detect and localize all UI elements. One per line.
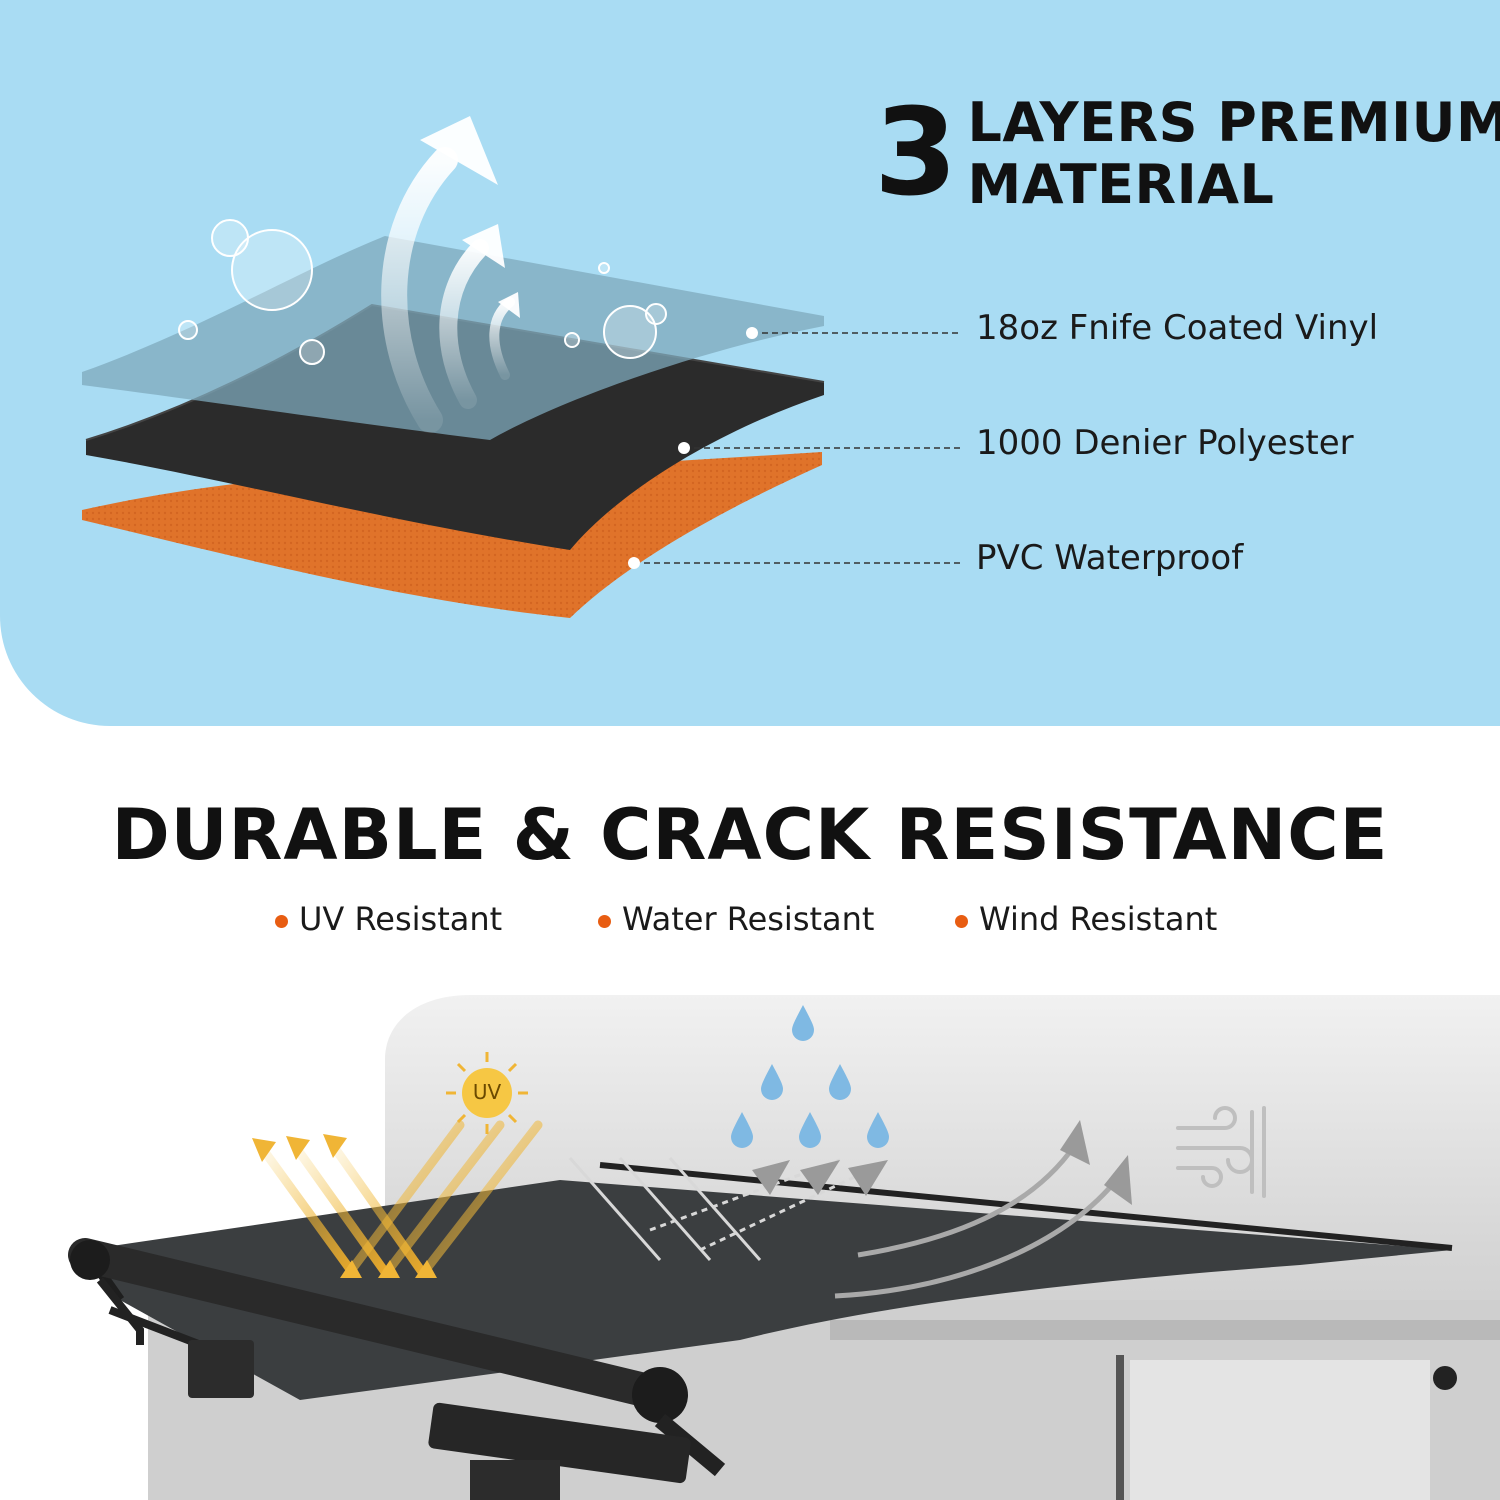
- feature-wind: Wind Resistant: [955, 900, 1217, 938]
- feature-uv: UV Resistant: [275, 900, 502, 938]
- headline-line-2: MATERIAL: [967, 153, 1275, 216]
- uv-arrowheads: [252, 1134, 437, 1278]
- uv-badge-label: UV: [472, 1080, 502, 1104]
- feature-label: Water Resistant: [622, 900, 875, 938]
- leader-lines: [628, 327, 962, 569]
- wind-icon: [1176, 1106, 1266, 1198]
- water-arrowheads: [752, 1160, 888, 1196]
- airflow-arrows: [381, 116, 520, 433]
- feature-water: Water Resistant: [598, 900, 874, 938]
- pvc-layer: [82, 452, 822, 618]
- bullet-dot: [598, 914, 611, 928]
- awning-fabric: [80, 1162, 1453, 1400]
- headline: 3 LAYERS PREMIUM MATERIAL: [874, 92, 1500, 216]
- section-title: DURABLE & CRACK RESISTANCE: [111, 794, 1389, 876]
- awning-roller: [68, 1238, 726, 1500]
- bullet-dot: [955, 914, 968, 928]
- layer-count: 3: [874, 84, 957, 223]
- layers-illustration: [82, 116, 962, 618]
- layer-label-pvc: PVC Waterproof: [976, 538, 1244, 578]
- headline-text: LAYERS PREMIUM MATERIAL: [968, 92, 1500, 216]
- layer-label-vinyl: 18oz Fnife Coated Vinyl: [976, 308, 1379, 348]
- water-drops-icon: [731, 1005, 889, 1148]
- layer-label-polyester: 1000 Denier Polyester: [976, 423, 1354, 463]
- feature-label: Wind Resistant: [979, 900, 1218, 938]
- wind-flow-arrows: [834, 1143, 1120, 1299]
- feature-label: UV Resistant: [299, 900, 503, 938]
- wind-arrowheads: [1060, 1120, 1132, 1205]
- rv-body: [148, 995, 1500, 1500]
- uv-rays: [257, 1120, 543, 1277]
- bullet-dot: [275, 914, 288, 928]
- headline-line-1: LAYERS PREMIUM: [967, 91, 1500, 154]
- water-deflect-arrows: [568, 1157, 881, 1261]
- water-bubbles: [178, 219, 667, 365]
